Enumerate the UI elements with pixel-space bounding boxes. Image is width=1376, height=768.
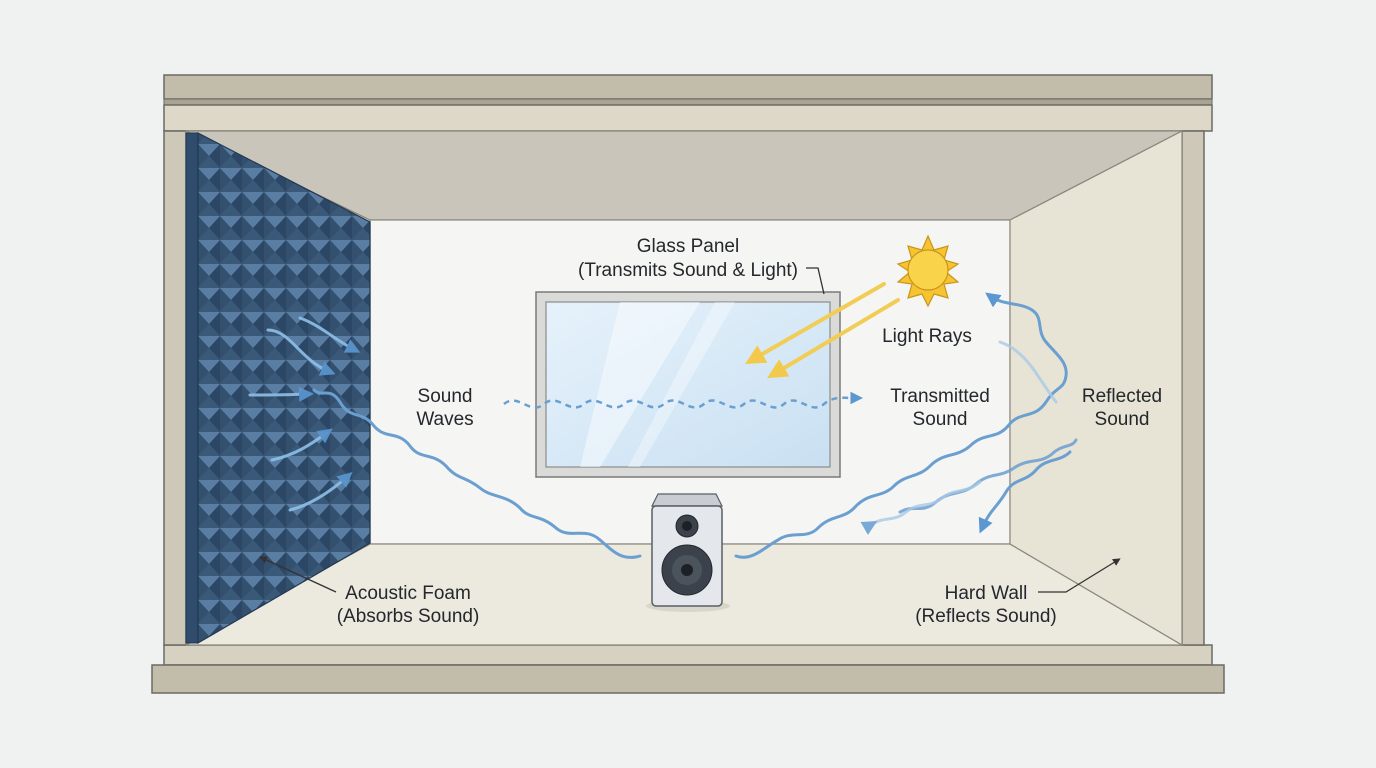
acoustic-foam-sublabel: (Absorbs Sound) [337,606,480,627]
hard-wall-label: Hard Wall [945,583,1028,604]
hard-wall [1009,130,1183,647]
glass-panel [535,291,841,478]
reflected-sound-sublabel: Sound [1095,409,1150,430]
glass-panel-sublabel: (Transmits Sound & Light) [578,260,798,281]
sound-wave-left [312,388,642,559]
sound-waves-sublabel: Waves [416,409,473,430]
reflected-sound-label: Reflected [1082,386,1162,407]
floor-beam [151,644,1225,694]
sound-waves [312,292,1078,559]
light-rays-label: Light Rays [882,326,972,347]
transmitted-sound-wave [503,391,863,409]
reflected-wave [998,340,1058,404]
sound-waves-label: Sound [418,386,473,407]
hard-wall-leader [1038,558,1121,593]
speaker-icon [646,493,730,612]
hard-wall-sublabel: (Reflects Sound) [915,606,1057,627]
transmitted-sound-label: Transmitted [890,386,990,407]
ceiling-beams [163,74,1213,132]
reflected-wave [978,450,1072,534]
light-ray [767,298,900,379]
acoustic-foam-label: Acoustic Foam [345,583,471,604]
glass-panel-label: Glass Panel [637,236,739,257]
absorbed-sound-arrows [248,316,361,512]
leader-lines [259,267,1121,593]
sun-icon [896,234,960,308]
light-rays [745,282,900,379]
right-post [1181,130,1205,646]
reflected-wave [860,480,982,535]
glass-panel-leader [806,267,825,295]
left-post [163,130,187,646]
transmitted-sound-sublabel: Sound [913,409,968,430]
light-ray [745,282,886,364]
acoustic-foam-leader [259,556,337,593]
acoustic-foam-panel [185,132,371,645]
sound-wave-right [734,292,1068,559]
